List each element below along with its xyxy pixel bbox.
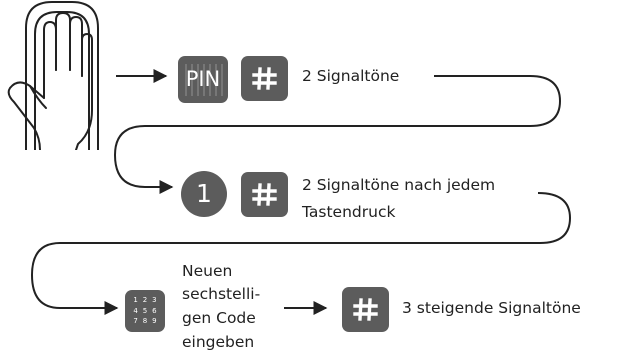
hash-key-icon [342, 287, 389, 332]
step3-instruction-line4: eingeben [182, 333, 255, 351]
step3-confirm-text: 3 steigende Signaltöne [402, 299, 581, 317]
step3-instruction-line3: gen Code [182, 309, 256, 327]
step2-confirm-text-line1: 2 Signaltöne nach jedem [302, 176, 496, 194]
digit-key-label: 1 [196, 179, 212, 208]
keypad-digit: 9 [152, 317, 157, 326]
keypad-digit: 6 [152, 306, 157, 315]
step1-confirm-text: 2 Signaltöne [302, 67, 400, 85]
step3-instruction-line2: sechstelli- [182, 285, 261, 303]
pin-key-label: PIN [185, 67, 221, 91]
hand-on-lock-icon [7, 1, 99, 150]
keypad-digit: 5 [142, 306, 148, 315]
keypad-digit: 1 [133, 296, 138, 304]
keypad-digit: 2 [142, 296, 148, 304]
flow-line-1 [113, 75, 562, 194]
hash-key-icon [241, 172, 288, 217]
keypad-icon: 1 2 3 4 5 6 7 8 9 [125, 290, 165, 332]
pin-key-icon: PIN [178, 56, 228, 103]
keypad-digit: 7 [133, 317, 138, 326]
keypad-digit: 4 [133, 306, 138, 315]
step2-confirm-text-line2: Tastendruck [302, 203, 396, 221]
keypad-digit-grid: 1 2 3 4 5 6 7 8 9 [131, 295, 159, 327]
step3-instruction-line1: Neuen [182, 262, 233, 280]
digit-key-icon: 1 [181, 171, 227, 217]
hash-key-icon [241, 56, 288, 101]
keypad-digit: 3 [152, 296, 157, 304]
keypad-digit: 8 [142, 317, 148, 326]
flow-line-2 [30, 192, 572, 315]
